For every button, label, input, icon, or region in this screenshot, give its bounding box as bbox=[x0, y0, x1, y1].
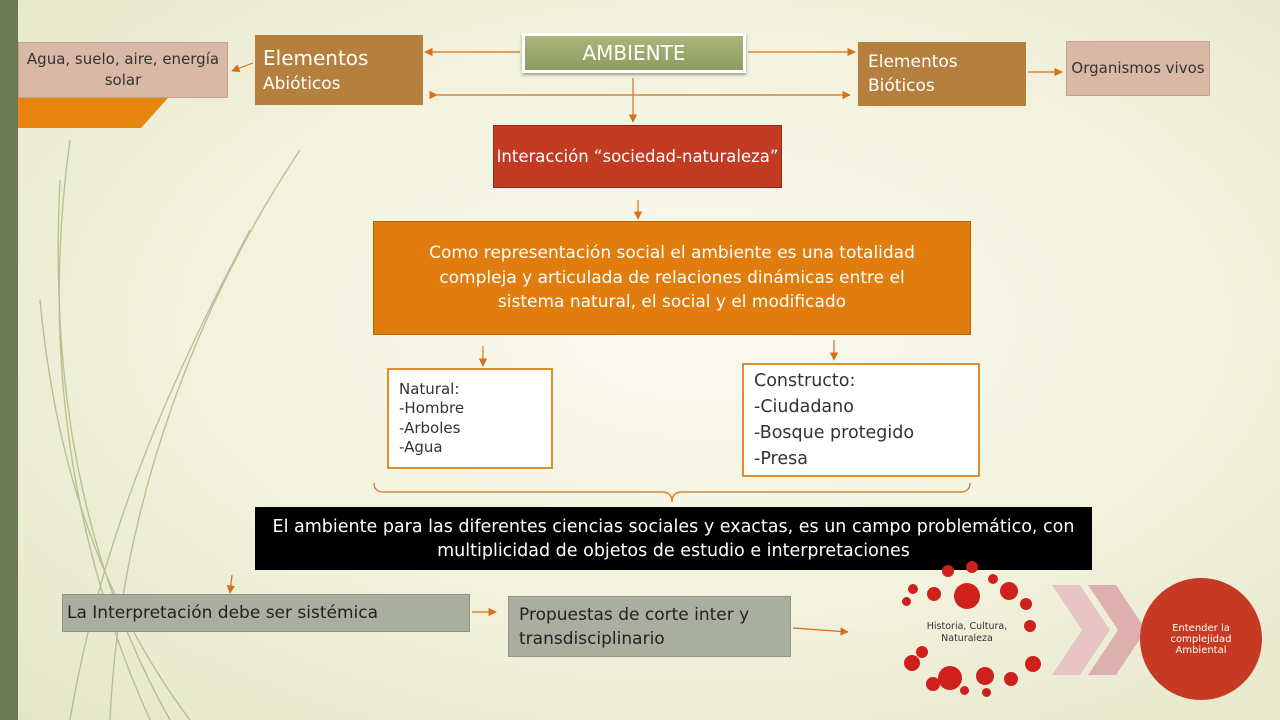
natural-box: Natural: -Hombre -Arboles -Agua bbox=[387, 368, 553, 469]
cycle-dot bbox=[960, 686, 969, 695]
cycle-dot bbox=[976, 667, 994, 685]
cycle-dot bbox=[954, 583, 980, 609]
entender-complejidad-circle: Entender la complejidad Ambiental bbox=[1140, 578, 1262, 700]
constructo-item: -Ciudadano bbox=[754, 397, 854, 417]
cycle-dot bbox=[966, 561, 978, 573]
natural-item: -Agua bbox=[399, 438, 443, 456]
bioticos-subtitle: Bióticos bbox=[868, 76, 935, 96]
left-accent-bar bbox=[0, 0, 18, 720]
cycle-dot bbox=[1024, 620, 1036, 632]
elementos-bioticos-box: Elementos Bióticos bbox=[858, 42, 1026, 106]
organismos-text: Organismos vivos bbox=[1071, 59, 1205, 77]
cycle-dot bbox=[1000, 582, 1018, 600]
natural-item: -Hombre bbox=[399, 399, 465, 417]
constructo-item: -Bosque protegido bbox=[754, 423, 915, 443]
ambiente-title: AMBIENTE bbox=[582, 41, 686, 65]
natural-item: -Arboles bbox=[399, 418, 461, 437]
abioticos-subtitle: Abióticos bbox=[263, 74, 341, 94]
cycle-dot bbox=[942, 565, 954, 577]
elementos-abioticos-box: Elementos Abióticos bbox=[255, 35, 423, 105]
cycle-dot bbox=[904, 655, 920, 671]
interaccion-text: Interacción “sociedad-naturaleza” bbox=[496, 146, 779, 166]
representacion-text: Como representación social el ambiente e… bbox=[429, 243, 915, 313]
chevron-arrows-icon bbox=[1052, 585, 1146, 675]
natural-title: Natural: bbox=[399, 379, 460, 398]
cycle-dot bbox=[1020, 598, 1032, 610]
cycle-dot bbox=[988, 574, 998, 584]
cycle-dot bbox=[908, 584, 918, 594]
cycle-dot bbox=[982, 688, 991, 697]
agua-suelo-box: Agua, suelo, aire, energía solar bbox=[18, 42, 228, 98]
representacion-social-box: Como representación social el ambiente e… bbox=[373, 221, 971, 335]
organismos-vivos-box: Organismos vivos bbox=[1066, 41, 1210, 96]
dot-cycle bbox=[892, 560, 1102, 710]
constructo-title: Constructo: bbox=[754, 371, 856, 391]
sistemica-text: La Interpretación debe ser sistémica bbox=[67, 603, 379, 623]
entender-text: Entender la complejidad Ambiental bbox=[1170, 622, 1232, 656]
cycle-dot bbox=[902, 597, 911, 606]
constructo-item: -Presa bbox=[754, 449, 808, 469]
bioticos-title: Elementos bbox=[868, 52, 958, 72]
orange-accent-tab bbox=[18, 98, 168, 128]
abioticos-title: Elementos bbox=[263, 46, 369, 70]
propuestas-text: Propuestas de corte inter y transdiscipl… bbox=[519, 604, 750, 649]
cycle-dot bbox=[1025, 656, 1041, 672]
agua-text: Agua, suelo, aire, energía solar bbox=[26, 50, 220, 89]
cycle-dot bbox=[926, 677, 940, 691]
constructo-box: Constructo: -Ciudadano -Bosque protegido… bbox=[742, 363, 980, 477]
campo-problematico-box: El ambiente para las diferentes ciencias… bbox=[255, 507, 1092, 570]
cycle-dot bbox=[938, 666, 962, 690]
cycle-dot bbox=[1004, 672, 1018, 686]
cycle-dot bbox=[927, 587, 941, 601]
interaccion-box: Interacción “sociedad-naturaleza” bbox=[493, 125, 782, 188]
cycle-dot bbox=[916, 646, 928, 658]
propuestas-box: Propuestas de corte inter y transdiscipl… bbox=[508, 596, 791, 657]
ambiente-box: AMBIENTE bbox=[522, 33, 746, 73]
interpretacion-sistemica-box: La Interpretación debe ser sistémica bbox=[62, 594, 470, 632]
campo-text: El ambiente para las diferentes ciencias… bbox=[272, 516, 1075, 561]
cycle-label: Historia, Cultura, Naturaleza bbox=[926, 621, 1008, 644]
